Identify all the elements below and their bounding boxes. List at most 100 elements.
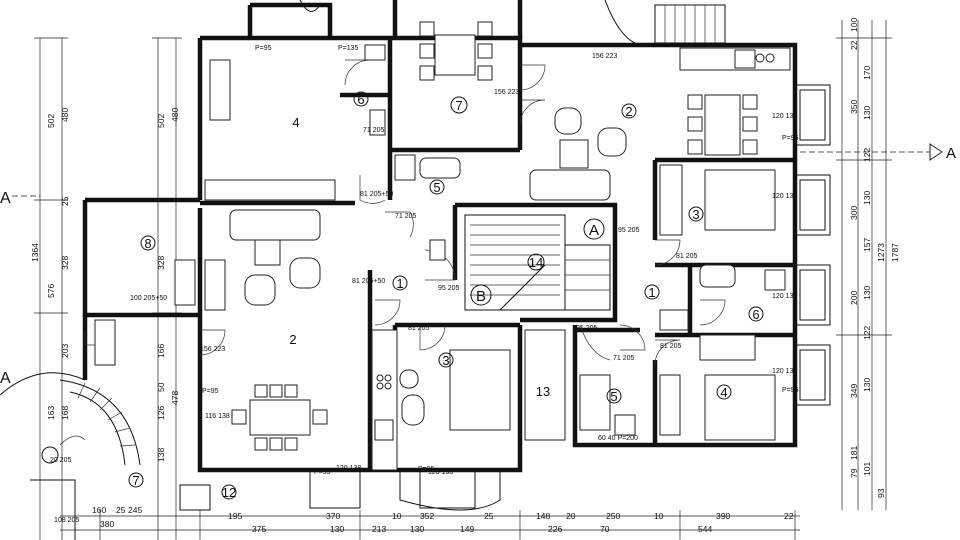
dim-label: 163: [46, 406, 56, 420]
opening-label: 95 205: [618, 227, 640, 234]
opening-label: P=95: [202, 388, 219, 395]
opening-label: 156 223: [494, 89, 519, 96]
dim-label: 502: [46, 114, 56, 128]
room-number: 6: [357, 92, 364, 107]
dim-label: 93: [876, 488, 886, 498]
room-number: 1: [396, 276, 403, 291]
opening-label: 120 138: [428, 469, 453, 476]
opening-label: 100 205+50: [130, 295, 167, 302]
opening-label: 156 223: [200, 346, 225, 353]
opening-label: 95 205: [438, 285, 460, 292]
dim-label: 79: [849, 468, 859, 478]
opening-label: 71 205: [363, 127, 385, 134]
room-number: 8: [144, 236, 151, 251]
dim-label: 130: [862, 106, 872, 120]
dim-label: 100: [849, 18, 859, 32]
dim-label: 166: [156, 344, 166, 358]
dim-label: 181: [849, 446, 859, 460]
opening-label: P=135: [338, 45, 359, 52]
room-number: 12: [222, 485, 236, 500]
dim-label: 195: [228, 511, 242, 521]
opening-label: 120 138: [772, 193, 797, 200]
dim-label: 502: [156, 114, 166, 128]
dim-label: 122: [862, 326, 872, 340]
dim-label: 1787: [890, 243, 900, 262]
dim-label: 226: [548, 524, 562, 534]
room-labels: 4 6 7 2 5 3 8 1 14 A B 2 1 3 6 13 5 4 7: [128, 91, 764, 500]
stair-marker: B: [476, 288, 486, 305]
opening-label: 120 138: [772, 368, 797, 375]
room-number: 7: [132, 473, 139, 488]
dim-label: 576: [46, 284, 56, 298]
dim-label: 370: [326, 511, 340, 521]
room-number: 4: [292, 115, 299, 130]
dim-label: 22: [849, 40, 859, 50]
dim-label: 1364: [30, 243, 40, 262]
opening-label: P=95: [782, 135, 799, 142]
stair-marker: A: [589, 222, 599, 239]
right-dim-labels: 22 100 170 350 130 122 300 130 157 200 1…: [849, 18, 900, 498]
dim-label: 157: [862, 238, 872, 252]
dim-label: 130: [330, 524, 344, 534]
dim-label: 101: [862, 462, 872, 476]
stair-core: [464, 214, 611, 311]
dim-label: 130: [410, 524, 424, 534]
dim-label: 350: [849, 100, 859, 114]
room-number: 3: [692, 207, 699, 222]
dim-label: 213: [372, 524, 386, 534]
opening-label: 120 138: [336, 465, 361, 472]
dim-label: 245: [128, 505, 142, 515]
dim-label: 126: [156, 406, 166, 420]
opening-label: 156 223: [592, 53, 617, 60]
opening-label: 91 205: [576, 325, 598, 332]
opening-label: P=95: [418, 466, 435, 473]
opening-label: 81 205: [660, 343, 682, 350]
dim-label: 349: [849, 384, 859, 398]
dim-label: 375: [252, 524, 266, 534]
opening-label: P=95: [255, 45, 272, 52]
room-number: 1: [648, 285, 655, 300]
dim-label: 168: [60, 406, 70, 420]
spiral-stair: [0, 372, 211, 540]
svg-text:A: A: [0, 370, 11, 387]
opening-label: 120 138: [772, 113, 797, 120]
opening-label: 20 205: [50, 457, 72, 464]
dim-label: 250: [606, 511, 620, 521]
dim-label: 352: [420, 511, 434, 521]
dim-label: 25: [60, 196, 70, 206]
opening-labels: P=95 P=135 156 223 156 223 71 205 81 205…: [50, 45, 799, 524]
opening-label: 120 138: [772, 293, 797, 300]
dim-label: 544: [698, 524, 712, 534]
svg-text:A: A: [946, 145, 956, 162]
left-dim-labels: 502 480 502 480 1364 576 328 25 328 203 …: [30, 108, 180, 462]
dim-label: 50: [156, 382, 166, 392]
opening-label: 81 205: [408, 325, 430, 332]
svg-text:A: A: [0, 190, 11, 207]
dim-label: 203: [60, 344, 70, 358]
dim-label: 148: [536, 511, 550, 521]
dim-label: 200: [849, 291, 859, 305]
dim-label: 122: [862, 148, 872, 162]
dim-label: 130: [862, 286, 872, 300]
section-marker-right: A: [800, 143, 956, 162]
right-dimension-lines: [836, 20, 892, 510]
room-number: 14: [529, 255, 543, 270]
dim-label: 25: [116, 505, 126, 515]
dim-label: 480: [60, 108, 70, 122]
dim-label: 328: [156, 256, 166, 270]
opening-label: 81 205+50: [360, 191, 393, 198]
room-number: 13: [536, 384, 550, 399]
dim-label: 20: [566, 511, 576, 521]
furniture: [94, 21, 791, 471]
opening-label: P=95: [314, 469, 331, 476]
opening-label: 71 205: [395, 213, 417, 220]
dim-label: 25: [484, 511, 494, 521]
dim-label: 300: [849, 206, 859, 220]
dim-label: 478: [170, 391, 180, 405]
dim-label: 10: [654, 511, 664, 521]
dim-label: 328: [60, 256, 70, 270]
dim-label: 22: [784, 511, 794, 521]
dim-label: 160: [92, 505, 106, 515]
balconies: [299, 0, 831, 511]
